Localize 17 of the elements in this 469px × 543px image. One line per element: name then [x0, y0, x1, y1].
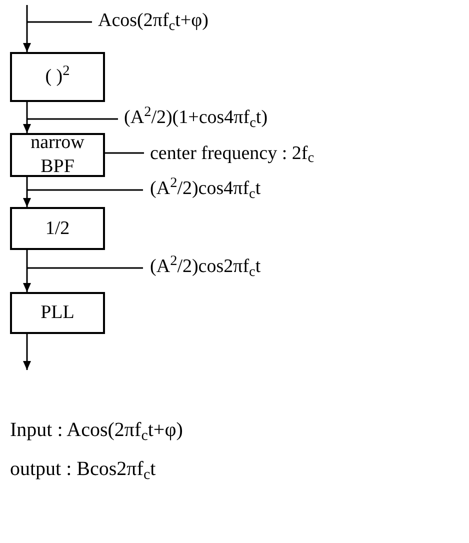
block-box: ( )$^{2}$ [10, 52, 105, 102]
block-box: PLL [10, 292, 105, 334]
leader-line [105, 152, 144, 154]
note-text: output : Bcos2πf$_{c}$t [10, 457, 157, 482]
note-text: Input : Acos(2πf$_{c}$t+φ) [10, 418, 183, 443]
block-box: 1/2 [10, 207, 105, 250]
arrow [23, 101, 119, 134]
block-box: narrow BPF [10, 133, 105, 177]
signal-label: (A$^{2}$/2)cos4πf$_{c}$t [150, 179, 261, 198]
arrow [23, 176, 144, 208]
signal-label: (A$^{2}$/2)cos2πf$_{c}$t [150, 257, 261, 276]
arrow [23, 334, 31, 370]
signal-label: Acos(2πf$_{c}$t+φ) [98, 11, 208, 30]
annotation-text: center frequency : 2f$_{c}$ [150, 140, 460, 166]
arrow [23, 249, 144, 293]
signal-label: (A$^{2}$/2)(1+cos4πf$_{c}$t) [124, 108, 268, 127]
arrow [23, 4, 93, 53]
